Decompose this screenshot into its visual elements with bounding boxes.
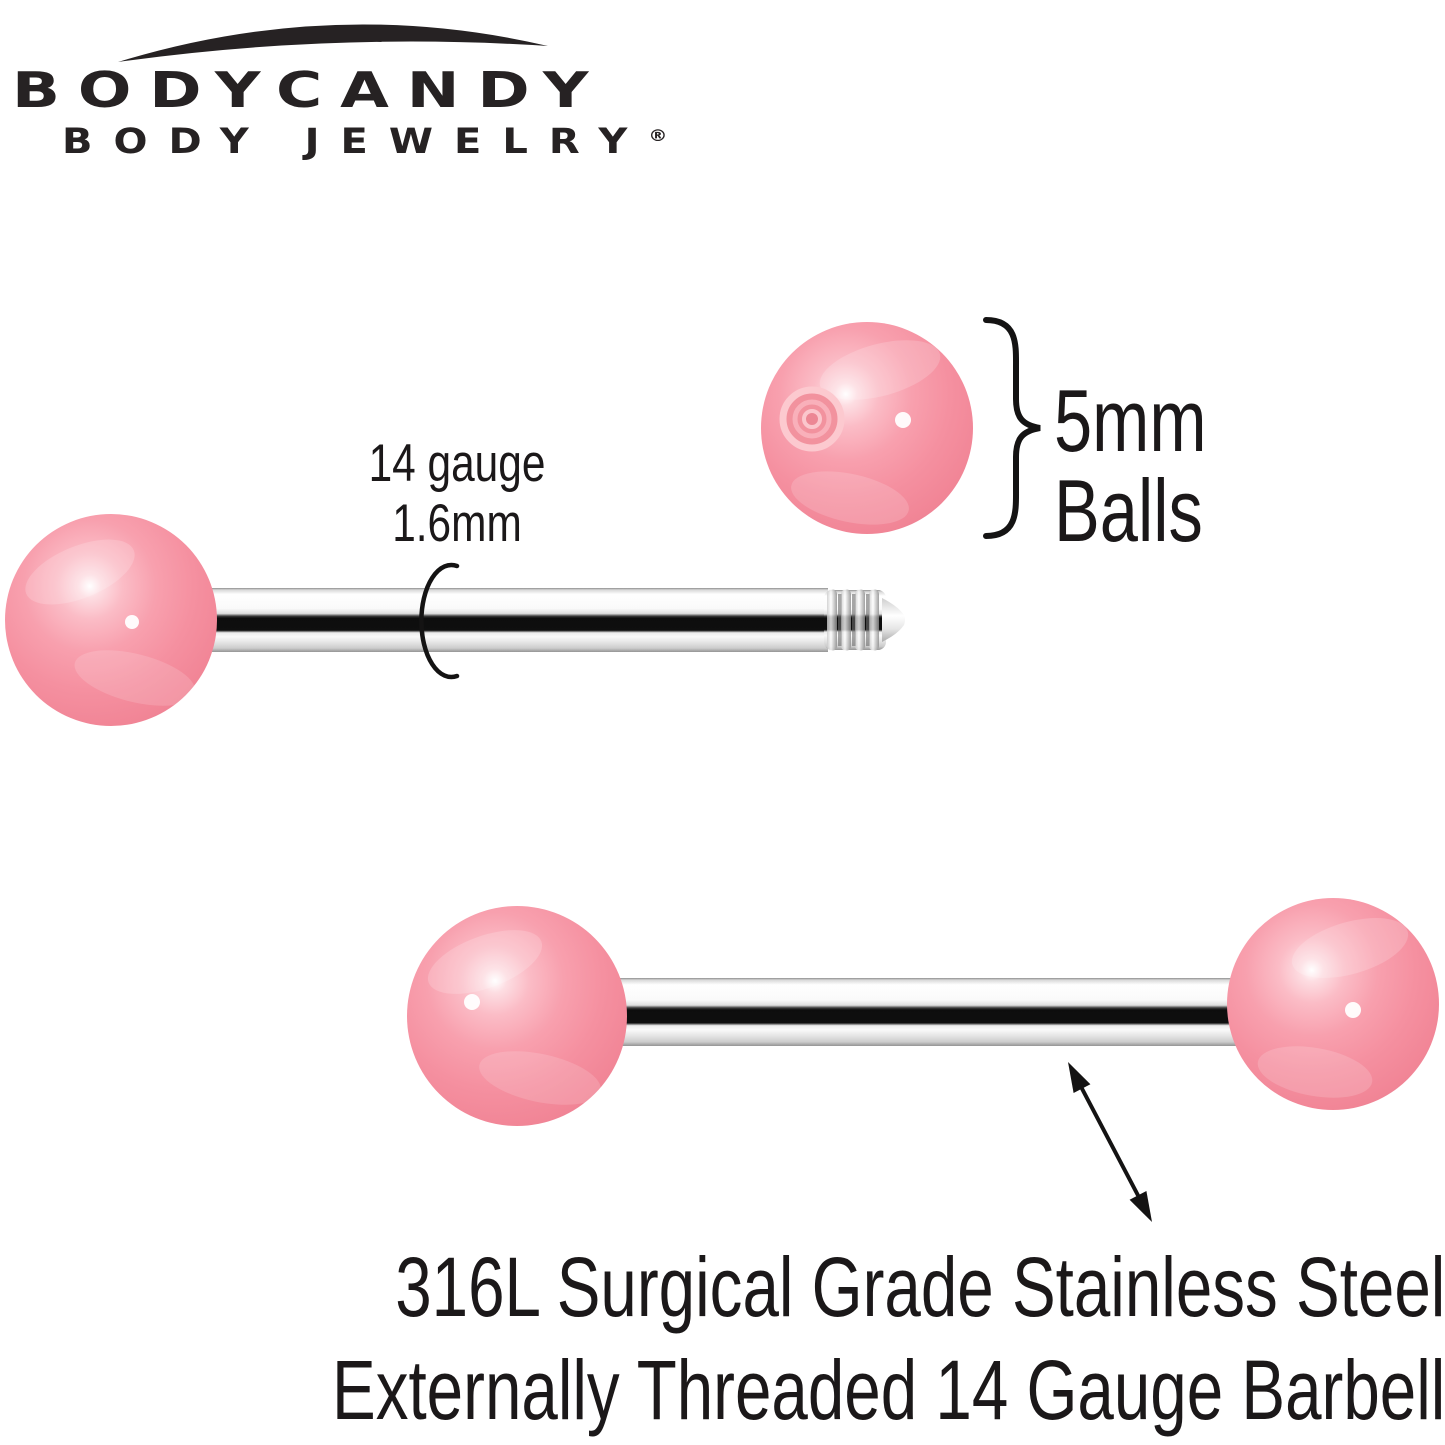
- loose-ball-sphere: [761, 322, 973, 534]
- brand-tagline: BODY JEWELRY®: [62, 122, 667, 162]
- specular-highlight: [1345, 1002, 1361, 1018]
- logo-swoosh-icon: [118, 24, 548, 62]
- pearl-swirl: [1257, 1046, 1373, 1098]
- top-barbell-ball: [5, 514, 217, 726]
- diameter-ellipse: [419, 562, 460, 680]
- brand-tagline-text: BODY JEWELRY: [62, 122, 649, 162]
- pearl-swirl: [74, 650, 196, 706]
- length-arrow-icon: [1068, 1062, 1152, 1222]
- thread-ridge: [855, 589, 865, 651]
- specular-highlight: [464, 994, 480, 1010]
- material-callout: 316L Surgical Grade Stainless Steel Exte…: [332, 1236, 1445, 1442]
- brand-wordmark: BODYCANDY: [12, 62, 607, 120]
- pearl-swirl: [791, 471, 909, 525]
- pearl-swirl: [479, 1051, 601, 1105]
- bottom-barbell-shaft: [600, 978, 1250, 1046]
- ball-size-line2: Balls: [1054, 461, 1203, 560]
- bottom-barbell: [407, 898, 1439, 1126]
- registered-trademark-symbol: ®: [648, 126, 668, 146]
- thread-ridge: [869, 589, 879, 651]
- top-barbell-threads: [824, 589, 905, 651]
- ball-size-callout: 5mm Balls: [1054, 376, 1207, 556]
- specular-highlight: [895, 412, 911, 428]
- size-brace-icon: [983, 317, 1041, 539]
- specular-highlight: [125, 615, 139, 629]
- length-arrow-head-top: [1068, 1062, 1091, 1093]
- threaded-hole: [779, 386, 845, 452]
- pearl-swirl: [427, 930, 543, 994]
- thread-groove: [838, 594, 842, 646]
- material-line2: Externally Threaded 14 Gauge Barbell: [331, 1343, 1445, 1437]
- length-arrow-head-bottom: [1129, 1191, 1152, 1222]
- thread-groove: [866, 594, 870, 646]
- pearl-swirl: [1291, 918, 1409, 978]
- gauge-callout-line1: 14 gauge: [368, 434, 546, 493]
- logo-swoosh-shape: [118, 24, 548, 62]
- thread-ridge: [827, 589, 837, 651]
- pearl-swirl: [819, 340, 941, 400]
- ball-size-line1: 5mm: [1054, 371, 1207, 470]
- top-barbell: [5, 514, 905, 726]
- brand-logo: BODYCANDY BODY JEWELRY®: [0, 0, 700, 180]
- loose-ball: [761, 322, 973, 534]
- thread-cone-tip: [882, 598, 905, 642]
- material-line1: 316L Surgical Grade Stainless Steel: [394, 1240, 1445, 1334]
- threaded-hole-center: [802, 409, 822, 429]
- length-arrow-line: [1076, 1080, 1144, 1204]
- gauge-callout-line2: 1.6mm: [392, 494, 522, 553]
- top-barbell-shaft: [200, 588, 828, 652]
- bottom-barbell-left-ball: [407, 906, 627, 1126]
- thread-ridge: [841, 589, 851, 651]
- pearl-swirl: [25, 539, 135, 605]
- thread-groove: [852, 594, 856, 646]
- gauge-callout: 14 gauge 1.6mm: [325, 434, 589, 554]
- threaded-hole-ring: [792, 399, 832, 439]
- bottom-barbell-right-ball: [1227, 898, 1439, 1110]
